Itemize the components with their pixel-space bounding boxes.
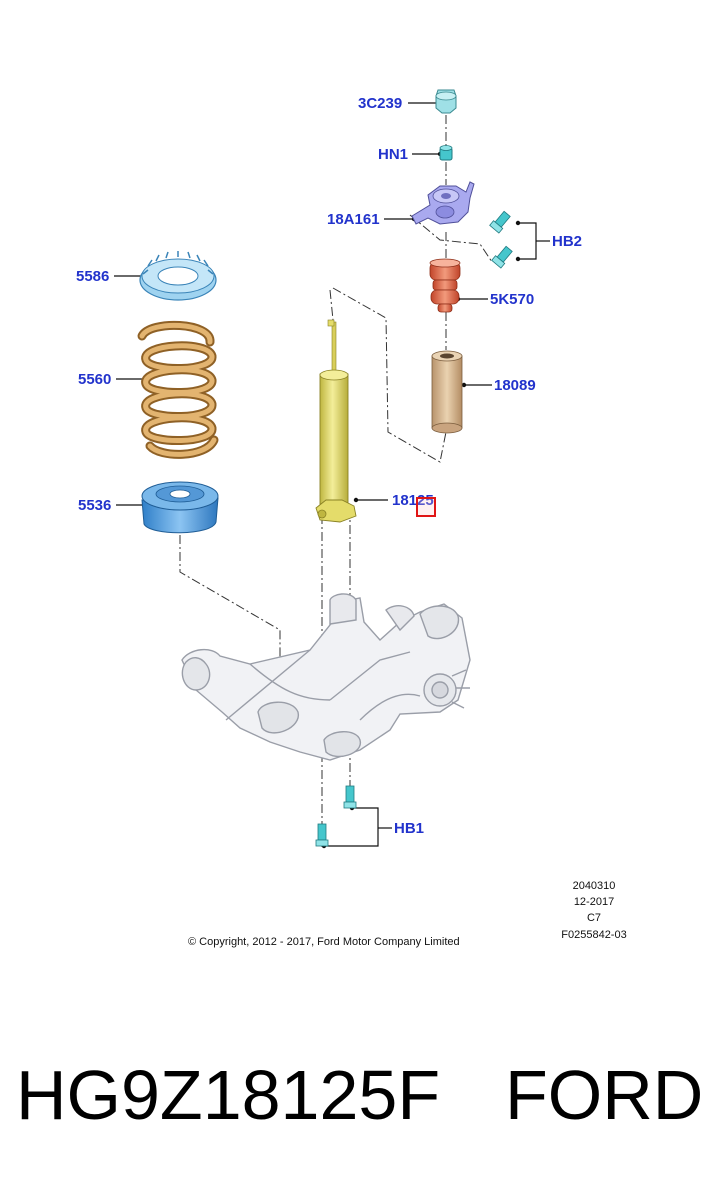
part-highlight-marker <box>416 497 436 517</box>
callout-18125: 18125 <box>392 492 434 509</box>
callout-18089: 18089 <box>494 377 536 394</box>
diagram-date: 12-2017 <box>573 896 615 908</box>
callout-hb2: HB2 <box>552 233 583 250</box>
cap-nut-3c239 <box>435 89 457 114</box>
upper-mount-18a161 <box>411 181 475 225</box>
diagram-reference: F0255842-03 <box>561 929 627 941</box>
callout-3c239: 3C239 <box>358 95 403 112</box>
nut-hn1 <box>439 145 453 161</box>
bolts-hb1 <box>315 785 357 847</box>
callout-hn1: HN1 <box>378 146 409 163</box>
shock-absorber-18125 <box>315 319 357 523</box>
upper-spring-seat-5586 <box>139 251 217 301</box>
callout-5586: 5586 <box>76 268 110 285</box>
coil-spring-5560 <box>137 320 219 459</box>
bolts-hb2 <box>489 210 513 269</box>
lower-spring-seat-5536 <box>141 481 219 534</box>
rear-knuckle-assembly <box>181 593 471 761</box>
exploded-parts-diagram <box>114 89 550 850</box>
copyright-notice: © Copyright, 2012 - 2017, Ford Motor Com… <box>188 936 460 948</box>
callout-5560: 5560 <box>78 371 112 388</box>
callout-18a161: 18A161 <box>327 211 380 228</box>
part-number-caption: HG9Z18125F <box>16 1056 441 1134</box>
diagram-code: 2040310 <box>572 880 616 892</box>
callout-5536: 5536 <box>78 497 112 514</box>
callout-5k570: 5K570 <box>490 291 535 308</box>
diagram-revision: C7 <box>586 912 602 924</box>
callout-hb1: HB1 <box>394 820 425 837</box>
leader-lines <box>114 102 550 847</box>
bump-stop-5k570 <box>429 258 461 313</box>
dust-boot-18089 <box>431 350 463 434</box>
brand-caption: FORD <box>505 1056 704 1134</box>
